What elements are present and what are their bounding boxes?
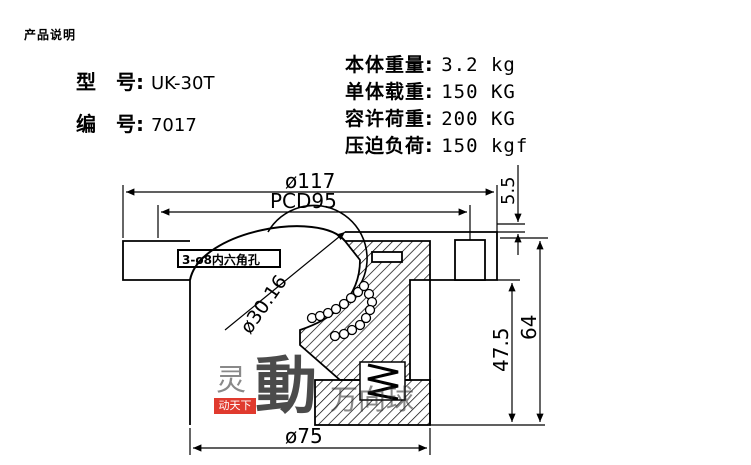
spec-model: 型 号: UK-30T (76, 66, 214, 95)
spec-unit-load-value: 150 KG (441, 81, 516, 103)
label-flange: 5.5 (498, 176, 519, 205)
spec-compression-load-value: 150 kgf (441, 135, 529, 157)
spec-number-value: 7017 (150, 115, 197, 136)
spec-compression-load-label: 压迫负荷: (345, 135, 434, 157)
label-height-body: 47.5 (489, 327, 513, 372)
watermark-badge: 动天下 (214, 398, 256, 414)
spec-weight-label: 本体重量: (345, 54, 434, 76)
hole-note-box: 3-ø8内六角孔 (177, 249, 281, 268)
spec-weight: 本体重量: 3.2 kg (345, 50, 516, 77)
label-height-total: 64 (517, 315, 541, 340)
spec-allowable-load: 容许荷重: 200 KG (345, 104, 516, 131)
label-pcd: PCD95 (270, 189, 337, 213)
spec-allowable-load-value: 200 KG (441, 108, 516, 130)
spec-compression-load: 压迫负荷: 150 kgf (345, 131, 528, 158)
dim-height-total (500, 237, 548, 422)
spec-number-label: 编 号: (76, 112, 144, 136)
spec-model-value: UK-30T (150, 73, 215, 94)
hole-note: 3-ø8内六角孔 (182, 252, 260, 267)
spec-model-label: 型 号: (76, 70, 144, 94)
dim-pcd (157, 205, 471, 240)
label-body-dia: ø75 (285, 424, 323, 448)
label-outer-dia: ø117 (285, 169, 335, 193)
spec-unit-load: 单体载重: 150 KG (345, 77, 516, 104)
flange-left (122, 240, 191, 425)
section-title: 产品说明 (24, 28, 77, 42)
watermark-logo: 灵 (216, 363, 246, 398)
watermark-main: 動 (255, 349, 318, 422)
main-ball (189, 225, 346, 281)
spec-allowable-load-label: 容许荷重: (345, 108, 434, 130)
small-balls (306, 280, 378, 342)
label-ball-dia: ø30.16 (236, 271, 292, 338)
dim-height-body (430, 279, 545, 426)
spec-number: 编 号: 7017 (76, 108, 197, 137)
flange-right (345, 231, 498, 281)
spec-weight-value: 3.2 kg (441, 54, 516, 76)
watermark-tail: 万向球 (330, 383, 415, 416)
dim-ball-leader (224, 231, 346, 331)
dim-body-dia (189, 428, 431, 455)
spec-unit-load-label: 单体载重: (345, 81, 434, 103)
spring (359, 361, 406, 401)
